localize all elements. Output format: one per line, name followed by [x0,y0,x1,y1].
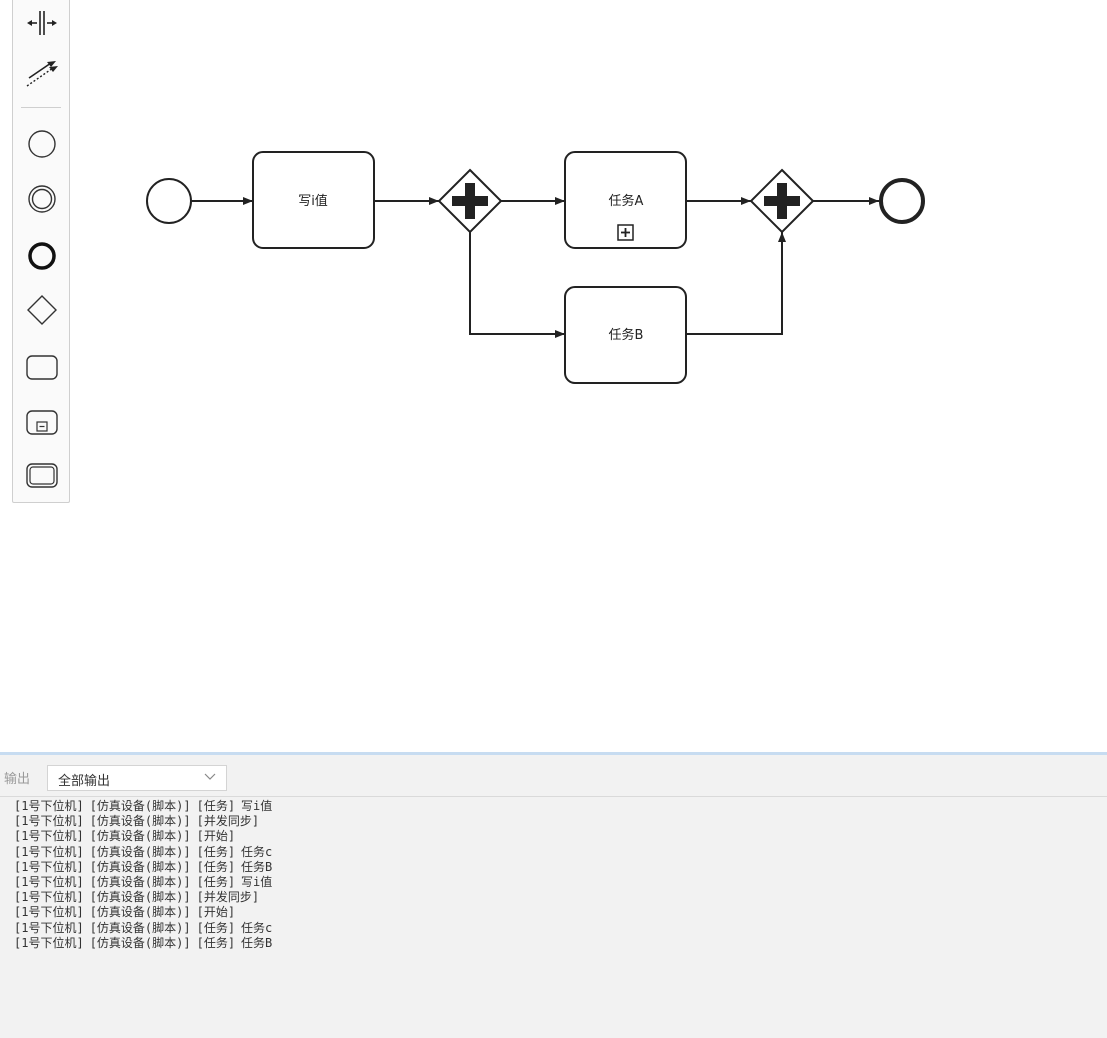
plus-icon [764,183,800,219]
space-tool-icon [27,11,57,35]
output-header: 输出 全部输出 [0,755,1107,797]
log-type: [任务] [196,874,236,889]
log-source: [1号下位机] [14,905,84,920]
log-source: [1号下位机] [14,799,84,813]
start-event-tool[interactable] [13,124,69,164]
log-source: [1号下位机] [14,920,84,935]
start-event[interactable] [146,178,192,224]
log-line: [1号下位机] [仿真设备(脚本)] [开始] [14,829,1094,844]
flow-task-b-to-join[interactable] [686,232,786,335]
task-a-label: 任务A [609,193,644,209]
log-line: [1号下位机] [仿真设备(脚本)] [任务] 写i值 [14,799,1094,814]
output-label: 输出 [4,771,31,786]
parallel-gateway-join[interactable] [749,168,815,234]
log-source: [1号下位机] [14,890,84,905]
log-line: [1号下位机] [仿真设备(脚本)] [任务] 任务B [14,860,1094,875]
end-event-icon [28,242,56,270]
chevron-down-icon [204,773,216,780]
output-filter-select[interactable]: 全部输出 [47,765,227,791]
palette-separator [21,107,61,108]
space-tool-button[interactable] [13,3,69,43]
log-line: [1号下位机] [仿真设备(脚本)] [任务] 写i值 [14,875,1094,890]
transaction-tool[interactable] [13,456,69,496]
log-type: [并发同步] [196,814,260,829]
task-a[interactable]: 任务A [564,151,687,249]
log-line: [1号下位机] [仿真设备(脚本)] [并发同步] [14,814,1094,829]
global-connect-button[interactable] [13,53,69,93]
subprocess-tool[interactable] [13,403,69,443]
log-source: [1号下位机] [14,844,84,859]
log-line: [1号下位机] [仿真设备(脚本)] [任务] 任务B [14,936,1094,951]
log-type: [任务] [196,844,236,859]
log-source: [1号下位机] [14,829,84,844]
log-device: [仿真设备(脚本)] [89,844,191,859]
log-source: [1号下位机] [14,814,84,829]
plus-icon [452,183,488,219]
task-tool[interactable] [13,348,69,388]
log-name: 写i值 [241,799,273,813]
output-filter-value: 全部输出 [58,773,111,788]
flow-fork-to-task-b[interactable] [469,231,565,338]
task-icon [26,355,58,380]
log-device: [仿真设备(脚本)] [89,890,191,905]
intermediate-event-icon [28,185,56,213]
log-type: [任务] [196,935,236,950]
log-device: [仿真设备(脚本)] [89,920,191,935]
task-write-i-label: 写i值 [298,193,328,209]
global-connect-icon [26,61,58,87]
log-name: 任务c [241,920,273,935]
log-device: [仿真设备(脚本)] [89,799,191,813]
task-write-i[interactable]: 写i值 [252,151,375,249]
log-device: [仿真设备(脚本)] [89,814,191,829]
subprocess-icon [26,410,58,435]
task-b[interactable]: 任务B [564,286,687,384]
log-name: 任务B [241,935,273,950]
log-name: 任务B [241,859,273,874]
log-source: [1号下位机] [14,859,84,874]
log-type: [任务] [196,859,236,874]
log-name: 任务c [241,844,273,859]
gateway-tool[interactable] [13,290,69,330]
log-device: [仿真设备(脚本)] [89,935,191,950]
log-device: [仿真设备(脚本)] [89,859,191,874]
gateway-icon [27,295,57,325]
expand-marker-icon[interactable] [617,224,634,241]
parallel-gateway-fork[interactable] [437,168,503,234]
log-type: [开始] [196,905,236,920]
end-event-tool[interactable] [13,236,69,276]
log-type: [开始] [196,829,236,844]
task-b-label: 任务B [609,327,644,343]
log-device: [仿真设备(脚本)] [89,874,191,889]
tool-palette [12,0,70,503]
intermediate-event-tool[interactable] [13,179,69,219]
log-type: [任务] [196,920,236,935]
log-device: [仿真设备(脚本)] [89,905,191,920]
start-event-icon [28,130,56,158]
log-source: [1号下位机] [14,874,84,889]
output-log[interactable]: [1号下位机] [仿真设备(脚本)] [任务] 写i值 [1号下位机] [仿真设备(脚本… [14,799,1094,1037]
diagram-canvas[interactable]: 写i值 任务A 任务B [0,0,1107,752]
log-device: [仿真设备(脚本)] [89,829,191,844]
log-type: [任务] [196,799,236,813]
output-panel: 输出 全部输出 [1号下位机] [仿真设备(脚本)] [任务] 写i值 [1号下位机]… [0,752,1107,1038]
transaction-icon [26,463,58,488]
log-line: [1号下位机] [仿真设备(脚本)] [任务] 任务c [14,921,1094,936]
log-line: [1号下位机] [仿真设备(脚本)] [开始] [14,905,1094,920]
log-line: [1号下位机] [仿真设备(脚本)] [任务] 任务c [14,845,1094,860]
bpmn-diagram: 写i值 任务A 任务B [146,151,925,384]
log-name: 写i值 [241,874,273,889]
log-source: [1号下位机] [14,935,84,950]
log-type: [并发同步] [196,890,260,905]
log-line: [1号下位机] [仿真设备(脚本)] [并发同步] [14,890,1094,905]
end-event[interactable] [879,178,925,224]
